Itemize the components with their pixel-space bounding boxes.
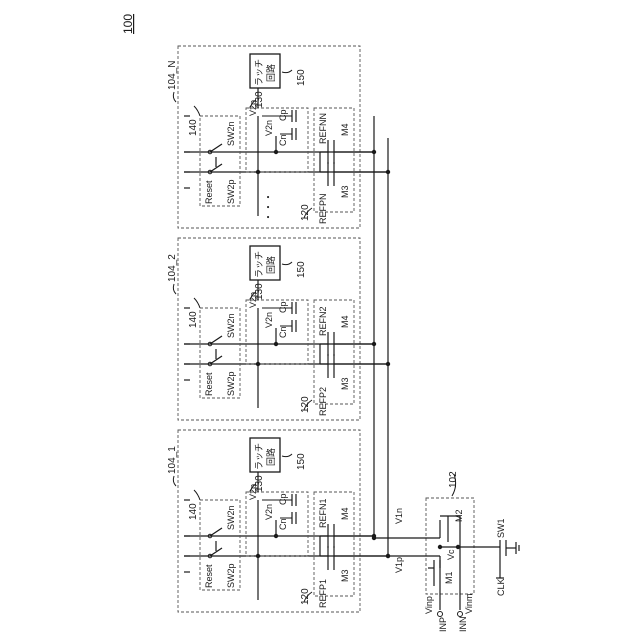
m4-label: M4 <box>340 507 350 520</box>
switch-block-leader <box>194 106 200 116</box>
capacitor-block <box>246 492 308 556</box>
refp-label: REFP1 <box>318 579 328 608</box>
v1p-label: V1p <box>394 557 404 573</box>
cn-label: Cn <box>278 518 288 530</box>
input-stage-ref: 102 <box>448 471 459 488</box>
junction <box>256 170 260 174</box>
v2n-label: V2n <box>264 312 274 328</box>
sw1-label: SW1 <box>496 518 506 538</box>
input-stage-102: 102 M1 M2 Vc Vinp INP Vinm INN <box>372 471 519 632</box>
latch-label: 回路 <box>265 448 276 466</box>
sw2n-switch-icon <box>210 144 222 152</box>
junction <box>256 554 260 558</box>
latch-leader <box>282 454 292 457</box>
sw2p-label: SW2p <box>226 563 236 588</box>
sw2p-label: SW2p <box>226 179 236 204</box>
capacitor-block <box>246 108 308 172</box>
stage-104-1: 104_1140SW2nResetSW2p130V2pV2nCnCpラッチ回路1… <box>167 430 390 612</box>
switch-block-ref: 140 <box>188 119 199 136</box>
m1-label: M1 <box>444 571 454 584</box>
latch-label: ラッチ <box>254 443 264 470</box>
vc-junction <box>438 545 442 549</box>
v2p-label: V2p <box>248 100 258 116</box>
sw2p-label: SW2p <box>226 371 236 396</box>
clk-label: CLK <box>496 578 506 596</box>
sw2n-switch-icon <box>210 336 222 344</box>
reset-label: Reset <box>204 180 214 204</box>
switch-block-ref: 140 <box>188 311 199 328</box>
ref-block-ref: 120 <box>300 204 311 221</box>
ref-block-ref: 120 <box>300 588 311 605</box>
inn-terminal <box>458 612 463 617</box>
stage-id: 104_N <box>167 61 178 90</box>
capacitor-block <box>246 300 308 364</box>
latch-label: 回路 <box>265 256 276 274</box>
v2p-label: V2p <box>248 292 258 308</box>
m3-label: M3 <box>340 185 350 198</box>
latch-leader <box>282 262 292 265</box>
refp-label: REFP2 <box>318 387 328 416</box>
latch-ref: 150 <box>296 69 307 86</box>
junction <box>372 536 376 540</box>
v2n-label: V2n <box>264 120 274 136</box>
vc-label: Vc <box>446 549 456 560</box>
cp-label: Cp <box>278 109 288 121</box>
cn-label: Cn <box>278 326 288 338</box>
stage-leader <box>173 284 176 294</box>
inp-terminal <box>438 612 443 617</box>
vinm-label: Vinm <box>464 594 474 614</box>
sw2n-label: SW2n <box>226 505 236 530</box>
switch-block-ref: 140 <box>188 503 199 520</box>
m3-label: M3 <box>340 377 350 390</box>
stage-ellipsis: ・・・ <box>264 192 275 222</box>
latch-label: ラッチ <box>254 251 264 278</box>
junction <box>386 554 390 558</box>
m3-label: M3 <box>340 569 350 582</box>
cn-label: Cn <box>278 134 288 146</box>
junction <box>274 342 278 346</box>
m4-label: M4 <box>340 123 350 136</box>
reset-label: Reset <box>204 564 214 588</box>
sw2n-label: SW2n <box>226 121 236 146</box>
latch-label: 回路 <box>265 64 276 82</box>
figure-number: 100 <box>121 14 135 34</box>
v2p-label: V2p <box>248 484 258 500</box>
latch-label: ラッチ <box>254 59 264 86</box>
v2n-label: V2n <box>264 504 274 520</box>
m4-label: M4 <box>340 315 350 328</box>
junction <box>256 362 260 366</box>
stage-leader <box>173 476 176 486</box>
switch-block-leader <box>194 490 200 500</box>
stage-leader <box>173 92 176 102</box>
stage-id: 104_2 <box>167 254 178 282</box>
refn-label: REFN1 <box>318 498 328 528</box>
vc-junction <box>456 545 460 549</box>
refn-label: REFNN <box>318 113 328 144</box>
cp-label: Cp <box>278 493 288 505</box>
sw2n-label: SW2n <box>226 313 236 338</box>
junction <box>274 150 278 154</box>
switch-block-leader <box>194 298 200 308</box>
m2-label: M2 <box>454 509 464 522</box>
sw2n-switch-icon <box>210 528 222 536</box>
stage-104-n: 104_N140SW2nResetSW2p130V2pV2nCnCpラッチ回路1… <box>167 46 390 228</box>
refn-label: REFN2 <box>318 306 328 336</box>
vinp-label: Vinp <box>424 596 434 614</box>
latch-leader <box>282 70 292 73</box>
inp-label: INP <box>438 617 448 632</box>
reset-label: Reset <box>204 372 214 396</box>
v1n-label: V1n <box>394 508 404 524</box>
ref-block-ref: 120 <box>300 396 311 413</box>
refp-label: REFPN <box>318 193 328 224</box>
latch-ref: 150 <box>296 261 307 278</box>
stage-id: 104_1 <box>167 446 178 474</box>
inn-label: INN <box>458 617 468 633</box>
stage-104-2: 104_2140SW2nResetSW2p130V2pV2nCnCpラッチ回路1… <box>167 238 390 420</box>
junction <box>274 534 278 538</box>
cp-label: Cp <box>278 301 288 313</box>
latch-ref: 150 <box>296 453 307 470</box>
